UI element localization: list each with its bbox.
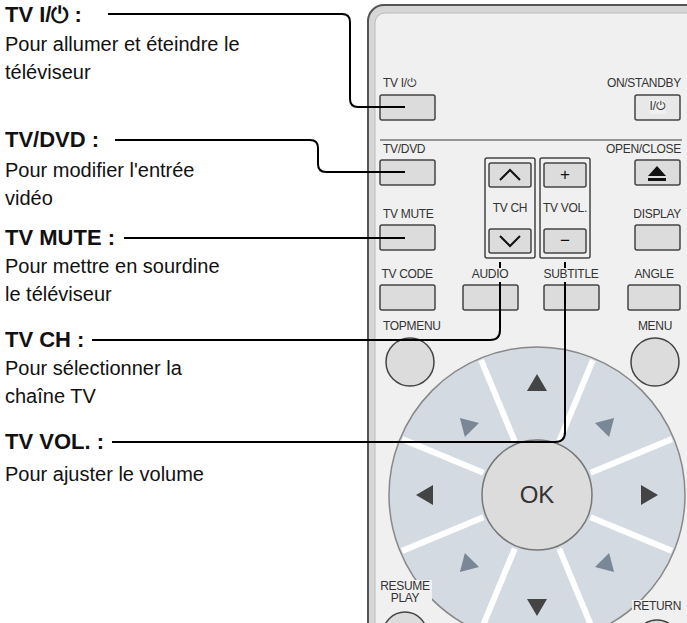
ring-divider — [591, 439, 672, 473]
ch-up-button — [489, 163, 531, 187]
button-label: TV VOL. — [542, 202, 588, 216]
leader-line — [124, 237, 405, 239]
callout-heading: TV MUTE : — [5, 225, 115, 250]
callout-text: Pour mettre en sourdine le téléviseur — [5, 252, 240, 308]
navigation-ring — [389, 347, 685, 623]
return-button — [635, 620, 679, 623]
callout-text: Pour modifier l'entrée vidéo — [5, 156, 240, 212]
ring-divider — [591, 517, 672, 551]
ok-button — [482, 440, 592, 550]
direction-arrow — [595, 553, 621, 579]
ring-divider — [481, 549, 515, 623]
direction-arrow — [641, 485, 658, 505]
menu-button — [631, 338, 679, 386]
open-close-button — [635, 160, 680, 185]
ring-divider — [402, 439, 483, 473]
tv-code-button — [380, 285, 435, 310]
resume-play-button — [383, 612, 427, 623]
button-symbol: − — [557, 232, 573, 249]
callout-heading: TV I/⏻ : — [5, 2, 82, 27]
vol-up-button — [544, 163, 586, 187]
button-label: AUDIO — [471, 268, 510, 282]
callout-text: Pour ajuster le volume — [5, 460, 240, 488]
standby-button — [635, 95, 680, 120]
eject-bar — [648, 178, 666, 181]
display-button — [635, 225, 680, 250]
leader-line — [108, 14, 405, 107]
eject-symbol — [648, 166, 666, 176]
leader-line — [112, 262, 565, 442]
direction-arrow — [527, 374, 547, 391]
remote-panel — [375, 13, 687, 623]
button-label: DISPLAY — [632, 208, 682, 222]
button-label: OK — [520, 481, 555, 509]
ring-divider — [402, 517, 483, 551]
button-label: ANGLE — [633, 268, 674, 282]
button-symbol: + — [557, 166, 573, 183]
vol-group-frame — [540, 158, 590, 258]
button-label: TV/DVD — [382, 143, 426, 157]
callout-text: Pour sélectionner la chaîne TV — [5, 354, 240, 410]
button-label: RETURN — [632, 600, 682, 614]
button-label: TV CH — [492, 202, 529, 216]
direction-arrow — [527, 599, 547, 616]
button-label: I/⏻ — [649, 100, 666, 114]
callout-text: Pour allumer et éteindre le téléviseur — [5, 30, 240, 86]
button-label: TOPMENU — [382, 320, 442, 334]
subtitle-button — [544, 285, 599, 310]
button-label: OPEN/CLOSE — [605, 143, 682, 157]
ch-down-button — [489, 229, 531, 253]
button-label: MENU — [637, 320, 673, 334]
button-label: SUBTITLE — [543, 268, 600, 282]
remote-body — [368, 5, 687, 623]
chevron-up — [500, 170, 520, 180]
direction-arrow — [453, 411, 479, 437]
direction-arrow — [416, 485, 433, 505]
chevron-down — [500, 236, 520, 246]
button-label: TV I/⏻ — [382, 77, 417, 91]
ring-divider — [559, 549, 593, 623]
callout-heading: TV/DVD : — [5, 127, 99, 152]
callout-heading: TV CH : — [5, 327, 84, 352]
angle-button — [628, 285, 680, 310]
remote-housing — [368, 5, 687, 623]
ring-outer — [389, 347, 685, 623]
vol-down-button — [544, 229, 586, 253]
direction-arrow — [453, 553, 479, 579]
callout-heading: TV VOL. : — [5, 429, 104, 454]
button-label: RESUME PLAY — [378, 580, 432, 604]
direction-arrow — [595, 411, 621, 437]
ring-divider — [481, 360, 515, 441]
button-label: TV MUTE — [382, 208, 435, 222]
button-label: TV CODE — [380, 268, 433, 282]
divider-line — [380, 139, 682, 141]
audio-button — [463, 285, 518, 310]
ch-group-frame — [485, 158, 535, 258]
topmenu-button — [386, 338, 434, 386]
button-label: ON/STANDBY — [606, 77, 682, 91]
